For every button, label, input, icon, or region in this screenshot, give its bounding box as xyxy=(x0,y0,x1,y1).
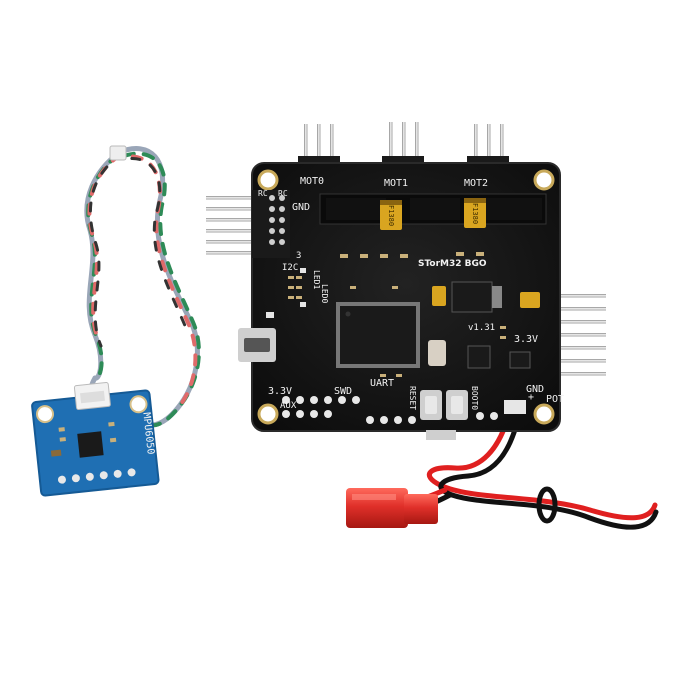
label-gnd-bottom: GND xyxy=(526,384,544,395)
label-aux: AUX xyxy=(280,401,297,411)
boot0-button xyxy=(446,390,468,420)
label-gnd-top: GND xyxy=(292,202,310,213)
label-mot2: MOT2 xyxy=(464,178,488,189)
label-board-name: STorM32 BGO xyxy=(418,259,487,269)
label-3v3-right: 3.3V xyxy=(514,334,538,345)
label-pot: POT xyxy=(546,394,564,405)
motor-driver-chips xyxy=(319,193,547,225)
crystal-oscillator xyxy=(428,340,446,366)
sensor-name-label: MPU6050 xyxy=(140,412,155,455)
reset-button xyxy=(420,390,442,420)
label-boot0: BOOT0 xyxy=(470,386,479,410)
label-led1: LED1 xyxy=(312,270,321,289)
small-ic xyxy=(467,345,491,369)
label-uart: UART xyxy=(370,378,394,389)
label-pin3: 3 xyxy=(296,251,301,261)
label-led0: LED0 xyxy=(320,284,329,303)
label-plus: + xyxy=(528,392,534,403)
microcontroller-chip xyxy=(336,302,420,368)
sensor-cable xyxy=(84,146,201,428)
label-i2c: I2C xyxy=(282,263,298,273)
left-header-holes xyxy=(269,195,285,245)
tantalum-capacitors xyxy=(380,198,540,308)
label-mot0: MOT0 xyxy=(300,176,324,187)
smd-leds xyxy=(266,268,306,318)
storm32-gimbal-controller-board: F1380 F1380 xyxy=(206,122,606,440)
power-lead-entry xyxy=(504,400,526,414)
label-version: v1.31 xyxy=(468,323,495,333)
label-rc-b: RC xyxy=(278,189,288,198)
bottom-usb-edge xyxy=(426,430,456,440)
left-pin-header xyxy=(206,196,256,255)
label-reset: RESET xyxy=(408,386,417,410)
left-header-housing xyxy=(252,190,290,258)
label-rc-a: RC xyxy=(258,189,268,198)
cable-top-connector xyxy=(109,145,127,161)
motor-headers xyxy=(298,122,509,168)
label-3v3-left: 3.3V xyxy=(268,386,292,397)
bottom-pads xyxy=(282,396,498,424)
chip-mark-2: F1380 xyxy=(471,203,479,224)
voltage-regulator xyxy=(451,281,502,313)
label-swd: SWD xyxy=(334,386,352,397)
chip-mark-1: F1380 xyxy=(387,205,395,226)
smd-components xyxy=(288,252,506,377)
mounting-holes xyxy=(257,169,555,425)
red-jst-connector xyxy=(346,488,438,528)
mpu6050-sensor-board: MPU6050 xyxy=(31,382,160,497)
small-ic-2 xyxy=(509,351,531,369)
mini-usb-port xyxy=(238,328,276,362)
label-mot1: MOT1 xyxy=(384,178,408,189)
